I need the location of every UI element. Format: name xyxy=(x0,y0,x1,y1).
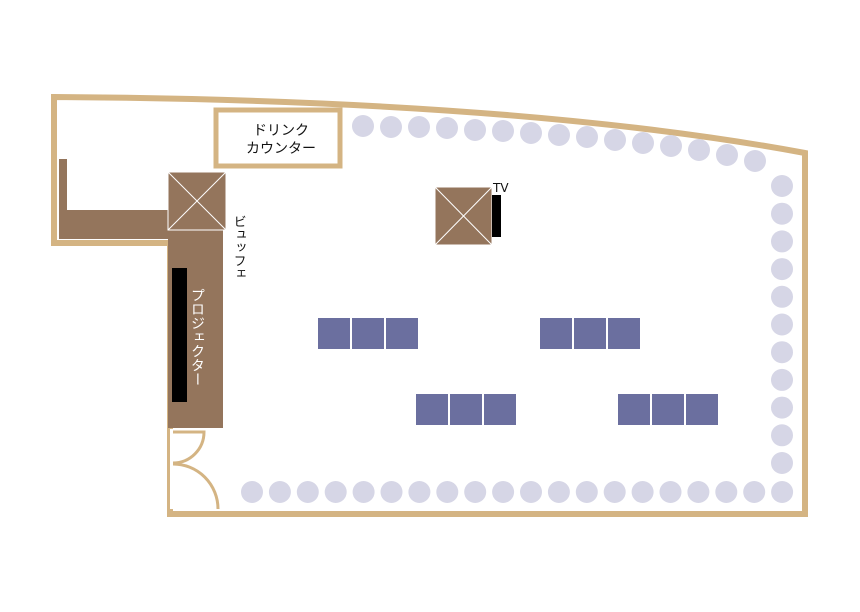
chair xyxy=(744,150,766,172)
chair xyxy=(548,124,570,146)
table-group-3 xyxy=(416,394,516,425)
chair xyxy=(632,132,654,154)
chair xyxy=(352,115,374,137)
chair xyxy=(771,341,793,364)
chair xyxy=(324,481,347,503)
chair xyxy=(352,481,375,503)
table-unit xyxy=(686,394,718,425)
chair xyxy=(771,285,793,308)
chair xyxy=(436,481,459,503)
table-unit xyxy=(540,318,572,349)
chair xyxy=(408,481,431,503)
buffet-table xyxy=(167,171,227,231)
tv-screen xyxy=(492,195,501,237)
chair xyxy=(743,481,766,503)
table-unit xyxy=(484,394,516,425)
chair xyxy=(771,175,793,197)
chair xyxy=(771,313,793,336)
chair xyxy=(436,117,458,139)
table-unit xyxy=(352,318,384,349)
chair xyxy=(715,481,738,503)
chair xyxy=(604,129,626,151)
chair xyxy=(771,230,793,253)
chair xyxy=(296,481,319,503)
chair xyxy=(547,481,570,503)
drink-counter-label-line2: カウンター xyxy=(246,141,316,157)
table-group-4 xyxy=(618,394,718,425)
chair xyxy=(771,368,793,391)
buffet-label: ビュッフェ xyxy=(231,215,246,280)
chair xyxy=(716,144,738,166)
chair xyxy=(268,481,291,503)
chair xyxy=(380,116,402,138)
drink-counter-label-line1: ドリンク xyxy=(253,123,309,139)
chairs xyxy=(241,115,794,503)
chair xyxy=(771,396,793,419)
chair xyxy=(464,481,487,503)
left-counter-horizontal xyxy=(59,210,175,239)
chair xyxy=(380,481,403,503)
chair xyxy=(241,481,263,503)
chair xyxy=(771,424,793,447)
chair xyxy=(771,258,793,281)
chair xyxy=(575,481,598,503)
table-unit xyxy=(318,318,350,349)
door xyxy=(170,429,220,510)
chair xyxy=(771,452,793,474)
tv-stand xyxy=(434,186,493,246)
table-group-1 xyxy=(318,318,418,349)
table-group-2 xyxy=(540,318,640,349)
table-unit xyxy=(618,394,650,425)
chair xyxy=(408,116,430,138)
table-unit xyxy=(652,394,684,425)
table-unit xyxy=(608,318,640,349)
chair xyxy=(520,481,542,503)
chair xyxy=(520,122,542,144)
chair xyxy=(576,126,598,148)
chair xyxy=(771,202,793,225)
room-outline xyxy=(51,93,808,517)
tv-label: TV xyxy=(492,181,509,195)
left-counter-vertical xyxy=(59,159,67,239)
table-unit xyxy=(574,318,606,349)
chair xyxy=(492,481,515,503)
table-unit xyxy=(416,394,448,425)
drink-counter xyxy=(213,107,343,169)
projector-label: プロジェクター xyxy=(189,288,205,386)
chair xyxy=(464,119,486,141)
chair xyxy=(492,120,514,142)
chair xyxy=(660,135,682,157)
chair xyxy=(771,481,794,503)
chair xyxy=(659,481,682,503)
chair xyxy=(688,139,710,161)
chair xyxy=(631,481,654,503)
chair xyxy=(687,481,710,503)
table-unit xyxy=(386,318,418,349)
table-unit xyxy=(450,394,482,425)
projector-screen xyxy=(172,268,187,402)
chair xyxy=(603,481,626,503)
